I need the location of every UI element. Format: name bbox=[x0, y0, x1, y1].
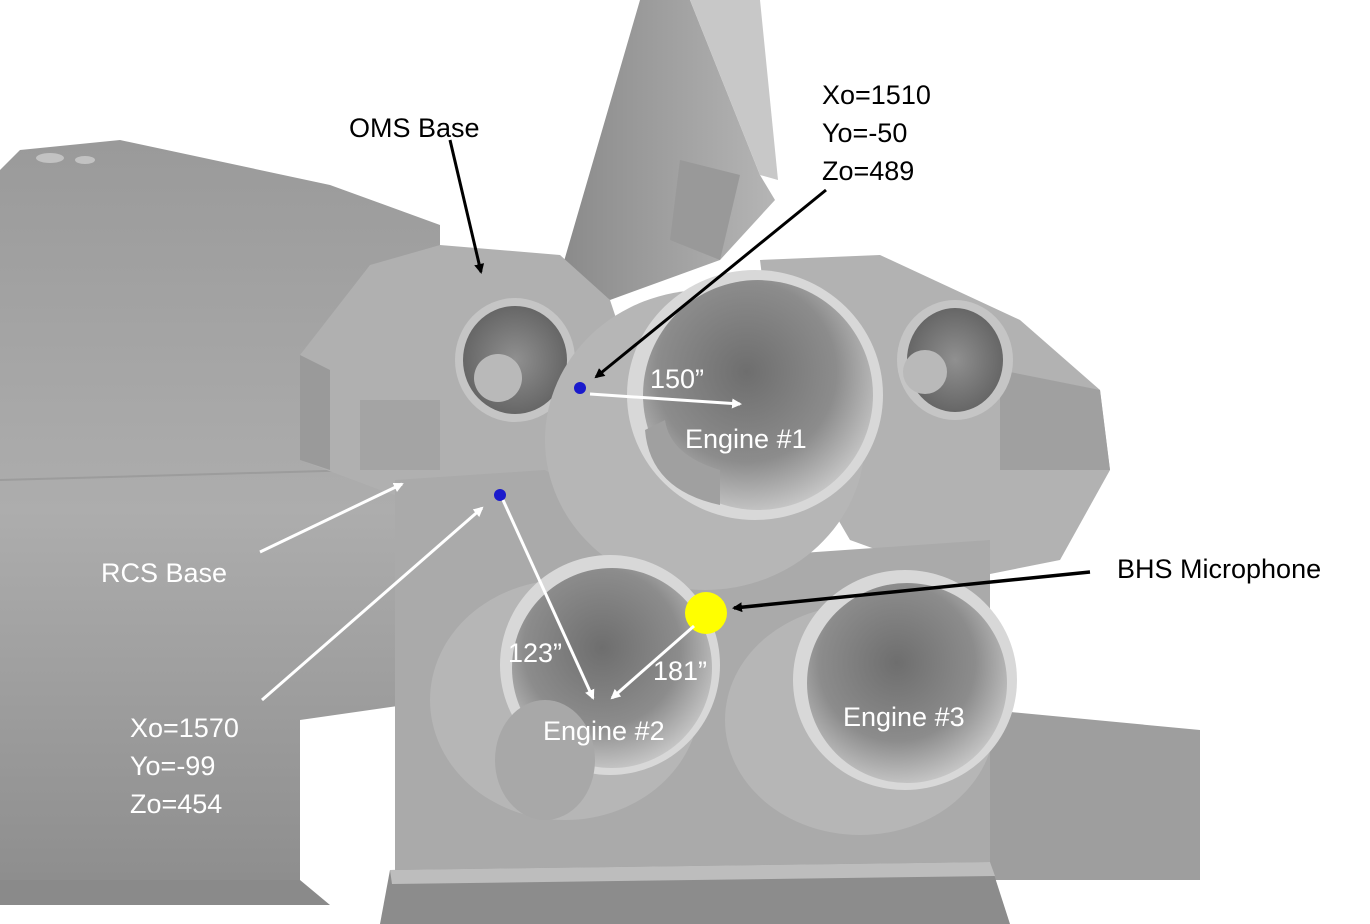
rcs-base-point bbox=[494, 489, 506, 501]
distance-181-label: 181” bbox=[653, 656, 707, 686]
engine-1-label: Engine #1 bbox=[685, 424, 807, 454]
rcs-base-label: RCS Base bbox=[101, 558, 227, 588]
rcs-point-yo: Yo=-99 bbox=[130, 751, 215, 781]
distance-150-arrow bbox=[589, 392, 742, 409]
oms-base-point bbox=[574, 382, 586, 394]
rcs-point-xo: Xo=1570 bbox=[130, 713, 239, 743]
rcs-point-arrow bbox=[261, 506, 484, 702]
oms-point-zo: Zo=489 bbox=[822, 156, 914, 186]
oms-base-label: OMS Base bbox=[349, 113, 480, 143]
oms-point-arrow bbox=[594, 188, 827, 379]
distance-150-label: 150” bbox=[650, 364, 704, 394]
distance-123-label: 123” bbox=[508, 638, 562, 668]
engine-3-label: Engine #3 bbox=[843, 702, 965, 732]
microphone-arrow bbox=[732, 570, 1091, 613]
right-wing bbox=[990, 710, 1200, 880]
oms-base-arrow bbox=[448, 139, 485, 274]
rcs-base-arrow bbox=[259, 482, 404, 554]
rcs-point-zo: Zo=454 bbox=[130, 789, 222, 819]
main-engine-1 bbox=[545, 270, 883, 590]
main-engine-2 bbox=[430, 555, 720, 820]
oms-point-yo: Yo=-50 bbox=[822, 118, 907, 148]
vertical-tail bbox=[560, 0, 778, 300]
distance-181-arrow bbox=[610, 624, 695, 700]
body-flap bbox=[380, 862, 1010, 924]
bhs-microphone-marker bbox=[685, 592, 727, 634]
engine-2-label: Engine #2 bbox=[543, 716, 665, 746]
oms-point-xo: Xo=1510 bbox=[822, 80, 931, 110]
bhs-microphone-label: BHS Microphone bbox=[1117, 554, 1321, 584]
main-engine-3 bbox=[725, 570, 1017, 835]
oms-nozzle-right bbox=[897, 300, 1013, 420]
oms-nozzle-left bbox=[455, 298, 575, 422]
distance-123-arrow bbox=[501, 499, 595, 700]
